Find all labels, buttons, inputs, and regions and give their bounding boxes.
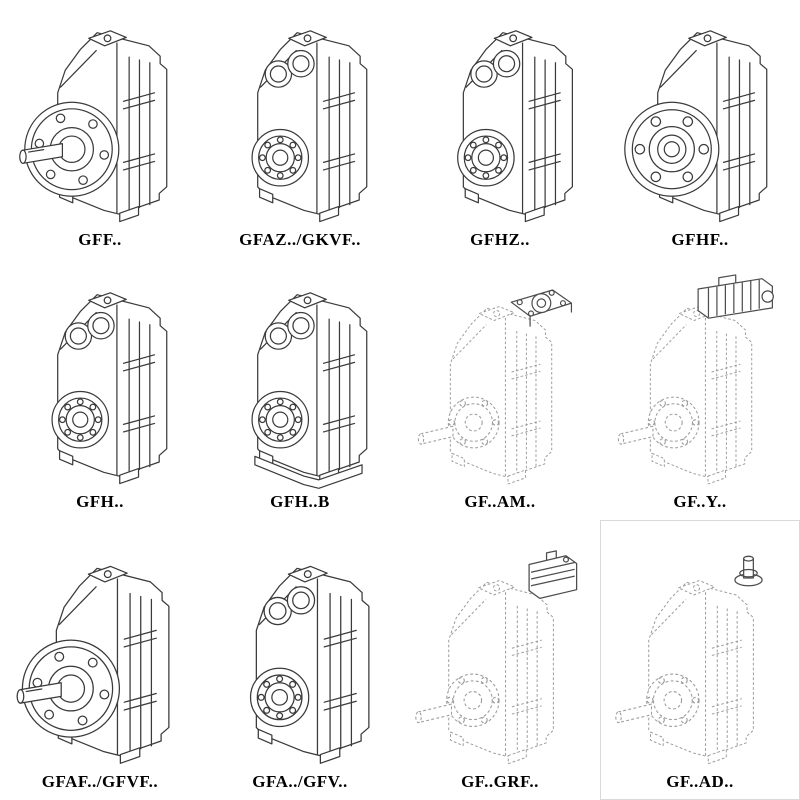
catalog-cell-gfaz-gkvf: GFAZ../GKVF.. [200, 0, 400, 258]
model-label: GFH.. [76, 492, 124, 511]
model-label: GFHF.. [671, 230, 729, 249]
gearbox-drawing-adapter-box [403, 520, 597, 770]
catalog-cell-gfhf: GFHF.. [600, 0, 800, 258]
model-label: GFA../GFV.. [252, 772, 348, 791]
gearbox-hollow-bore-icon [251, 30, 368, 223]
model-label: GF..GRF.. [461, 772, 539, 791]
gearbox-drawing-hollow-bore [406, 0, 594, 228]
model-label: GF..Y.. [673, 492, 727, 511]
gearbox-drawing-flange-holes [606, 0, 794, 228]
model-label: GFHZ.. [470, 230, 530, 249]
model-label: GFAF../GFVF.. [41, 772, 159, 791]
catalog-cell-gf-ad: GF..AD.. [600, 520, 800, 800]
catalog-cell-gff: GFF.. [0, 0, 200, 258]
gearbox-adapter-box-icon [415, 550, 578, 765]
catalog-cell-gf-grf: GF..GRF.. [400, 520, 600, 800]
gearbox-motor-flange-icon [417, 289, 573, 485]
catalog-cell-gfhz: GFHZ.. [400, 0, 600, 258]
model-label: GFF.. [78, 230, 122, 249]
gearbox-drawing-hollow-bore [6, 258, 194, 490]
gearbox-drawing-flange-shaft [3, 520, 197, 770]
gearbox-drawing-hollow-bore-baseplate [206, 258, 394, 490]
model-label: GF..AD.. [666, 772, 734, 791]
catalog-cell-gfaf-gfvf: GFAF../GFVF.. [0, 520, 200, 800]
gearbox-drawing-flange-shaft [6, 0, 194, 228]
model-label: GF..AM.. [464, 492, 536, 511]
catalog-cell-gfh: GFH.. [0, 258, 200, 520]
gearbox-hollow-bore-icon [51, 292, 168, 485]
gearbox-input-shaft-icon [615, 555, 763, 765]
gearbox-drawing-hollow-bore [203, 520, 397, 770]
gearbox-hollow-bore-icon [249, 565, 370, 764]
gearbox-flange-holes-icon [624, 30, 768, 223]
catalog-cell-gf-y: GF..Y.. [600, 258, 800, 520]
gearbox-flange-shaft-icon [19, 30, 168, 223]
catalog-cell-gfa-gfv: GFA../GFV.. [200, 520, 400, 800]
gearbox-drawing-motor-flange-adapter [406, 258, 594, 490]
gearbox-hollow-bore-icon [457, 30, 573, 223]
catalog-cell-gf-am: GF..AM.. [400, 258, 600, 520]
gearbox-drawing-hollow-bore [206, 0, 394, 228]
gearbox-drawing-input-shaft-adapter [603, 520, 797, 770]
model-label: GFAZ../GKVF.. [239, 230, 361, 249]
gearbox-drawing-mounted-motor [606, 258, 794, 490]
gearbox-motor-icon [617, 274, 774, 485]
model-label: GFH..B [270, 492, 330, 511]
gearbox-baseplate-icon [251, 292, 368, 489]
catalog-cell-gfh-b: GFH..B [200, 258, 400, 520]
gearbox-flange-shaft-icon [16, 565, 170, 764]
